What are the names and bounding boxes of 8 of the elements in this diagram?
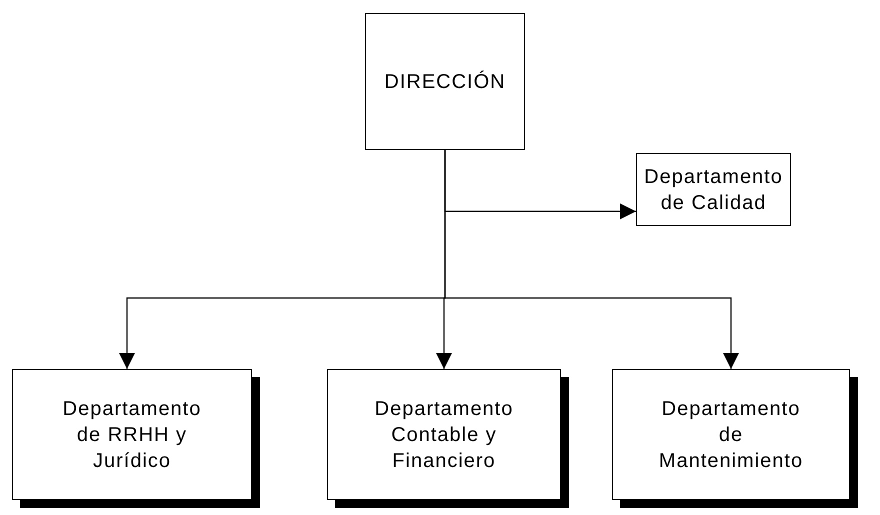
department-name: Departamento de Calidad [643, 164, 784, 216]
connector-arrow [444, 150, 739, 369]
department-name: DIRECCIÓN [384, 70, 506, 94]
department-box [365, 13, 525, 150]
department-name: Departamento Contable y Financiero [374, 396, 514, 474]
department-name: Departamento de RRHH y Jurídico [62, 396, 202, 474]
department-name: Departamento de Mantenimiento [658, 396, 804, 474]
department-box [636, 153, 791, 226]
